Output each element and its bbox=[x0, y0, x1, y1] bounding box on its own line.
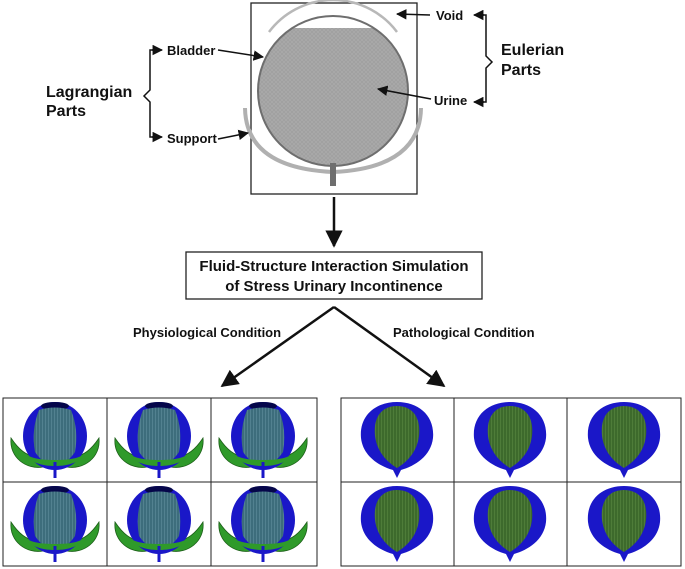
title-line1: Fluid-Structure Interaction Simulation bbox=[199, 258, 468, 275]
lagrangian-label-line2: Parts bbox=[46, 103, 86, 120]
arrow-pathological bbox=[333, 305, 446, 388]
void-region bbox=[268, 0, 398, 33]
title-line2: of Stress Urinary Incontinence bbox=[225, 278, 443, 295]
eulerian-label-line1: Eulerian bbox=[501, 42, 564, 59]
bladder-label: Bladder bbox=[167, 43, 215, 58]
arrow-physiological bbox=[220, 305, 335, 388]
physiological-label: Physiological Condition bbox=[133, 325, 281, 340]
lagrangian-label-line1: Lagrangian bbox=[46, 84, 132, 101]
title-box bbox=[185, 251, 483, 300]
physiological-grid bbox=[2, 397, 318, 567]
urine-region bbox=[258, 28, 408, 166]
eulerian-brace bbox=[478, 14, 494, 103]
void-label: Void bbox=[436, 8, 463, 23]
bladder-pointer bbox=[217, 49, 265, 61]
urine-label: Urine bbox=[434, 93, 467, 108]
eulerian-label-line2: Parts bbox=[501, 62, 541, 79]
urethra bbox=[330, 163, 336, 186]
lagrangian-brace bbox=[142, 49, 158, 138]
urine-pointer bbox=[376, 85, 432, 100]
support-pointer bbox=[217, 129, 250, 141]
pathological-grid bbox=[340, 397, 682, 567]
void-pointer bbox=[395, 9, 431, 20]
support-label: Support bbox=[167, 131, 217, 146]
pathological-label: Pathological Condition bbox=[393, 325, 535, 340]
